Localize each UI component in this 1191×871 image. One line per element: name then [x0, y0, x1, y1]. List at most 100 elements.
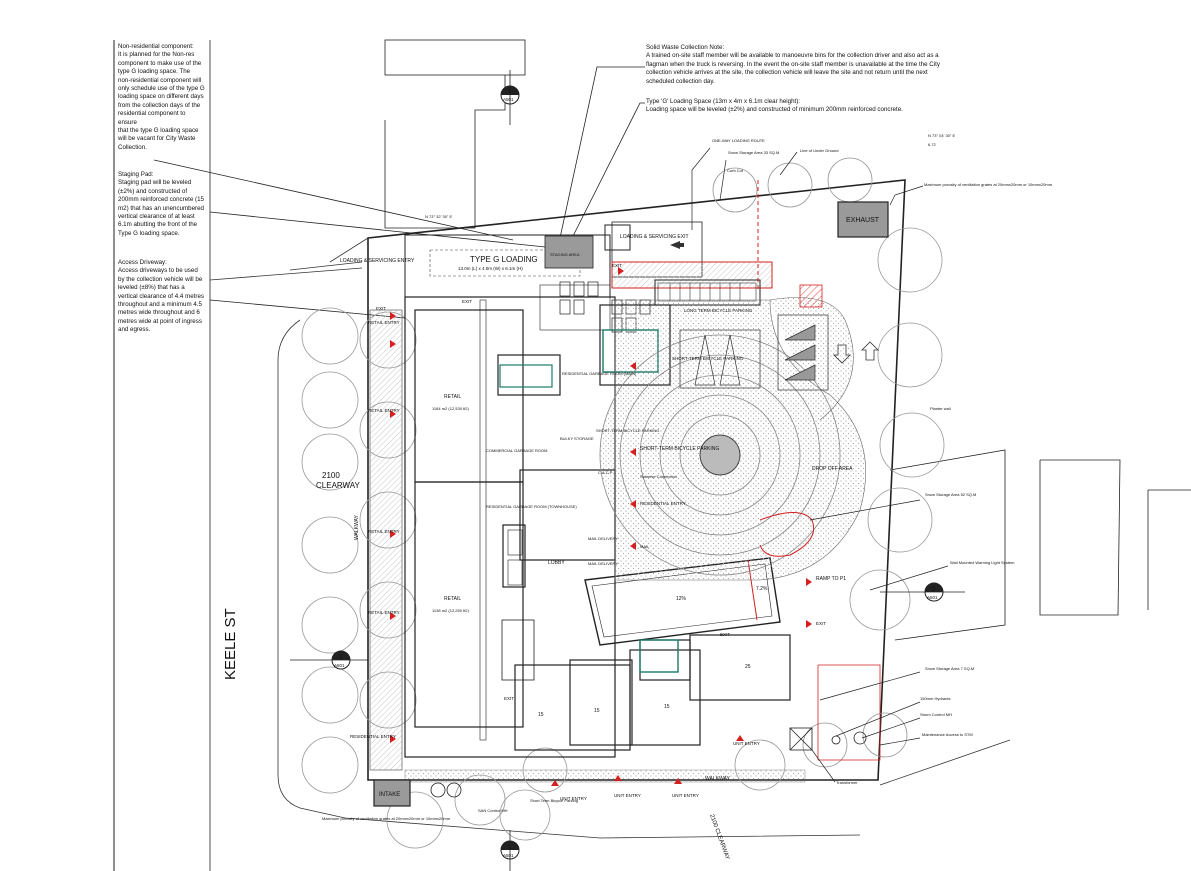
note-line: It is planned for the Non-res: [118, 51, 195, 59]
note-line: type G loading space. The: [118, 68, 191, 76]
unit-entry-3: UNIT ENTRY: [672, 793, 699, 798]
note-line: Type G loading space.: [118, 229, 180, 237]
intake-label: INTAKE: [379, 792, 400, 798]
curb-cut-label: Curb Cut: [727, 168, 744, 173]
clearway-hatch: [369, 309, 403, 771]
dim-a: 6.72: [928, 142, 937, 147]
walkway-strip: [404, 769, 806, 783]
sanitary-control-label: SAN Control MH: [478, 808, 508, 813]
snow-storage-3-label: Snow Storage Area 7 SQ.M: [925, 666, 974, 671]
drop-off-label: DROP OFF AREA: [812, 466, 853, 472]
hydrant-label: 150mm Hydrants: [920, 696, 950, 701]
slope-12: 12%: [676, 596, 687, 602]
maintenance-label: Maintenance Access to STM: [922, 732, 973, 737]
note-line: only schedule use of the type G: [118, 85, 205, 93]
drop-off-roundabout: [599, 284, 866, 581]
note-line: Loading space will be leveled (±2%) and …: [646, 106, 903, 114]
access-driveway-note: Access Driveway: Access driveways to be …: [118, 259, 210, 335]
exit-5: EXIT: [816, 621, 826, 626]
note-line: Access driveways to be used: [118, 267, 198, 275]
note-line: loading space on different days: [118, 93, 204, 101]
note-line: flagman when the truck is reversing. In …: [646, 60, 940, 68]
commercial-garbage-label: COMMERCIAL GARBAGE ROOM: [486, 448, 547, 453]
note-line: vertical clearance of at least: [118, 213, 195, 221]
staging-pad-note: Staging Pad: Staging pad will be leveled…: [118, 171, 210, 238]
snow-storage-1-label: Snow Storage Area 33 SQ.M: [728, 150, 779, 155]
traffic-arrows: [833, 341, 879, 364]
underground-label: Line of Under Ground: [800, 148, 838, 153]
utilities: [430, 727, 867, 798]
note-line: 200mm reinforced concrete (15: [118, 196, 204, 204]
note-line: throughout and a minimum 4.5: [118, 301, 202, 309]
section-marker-top: [500, 70, 520, 125]
short-term-bicycle-small-label: Short Term Bicycle Parking: [530, 798, 578, 803]
loading-area: [404, 221, 773, 298]
walkway-label: WALKWAY: [354, 515, 360, 540]
street-label: KEELE ST: [222, 608, 239, 680]
exit-4: EXIT: [720, 632, 730, 637]
snow-storage-outline: [817, 664, 881, 761]
exhaust-label: EXHAUST: [846, 217, 880, 224]
mail-label: MAIL: [640, 544, 650, 549]
siamese-label: Siamese Connection: [640, 474, 677, 479]
note-line: A trained on-site staff member will be a…: [646, 52, 939, 60]
bearing-right: N 73° 04' 30" E: [928, 133, 955, 138]
parking-stalls: [679, 314, 829, 391]
staging-area: [544, 235, 594, 269]
exhaust-box: [837, 201, 889, 238]
planter-wall-label: Planter wall: [930, 406, 951, 411]
note-line: from the collection days of the: [118, 101, 201, 109]
slope-7: 7.2%: [756, 586, 768, 592]
note-line: Staging Pad:: [118, 171, 154, 178]
walkway-bottom-label: WALKWAY: [705, 776, 730, 782]
note-line: that the type G loading space: [118, 127, 199, 135]
ramp-to-p1: [759, 512, 815, 557]
section-ref-bottom: A501: [503, 853, 514, 858]
note-line: vertical clearance of 4.4 metres: [118, 292, 204, 300]
trees-right: [712, 157, 945, 768]
unit-15b: 15: [594, 708, 600, 714]
note-line: Type 'G' Loading Space (13m x 4m x 6.1m …: [646, 98, 801, 105]
retail-label-2: RETAIL: [444, 596, 461, 602]
type-g-dims: 13.0m (L) x 4.0m (W) x 6.1m (H): [458, 266, 523, 271]
lobby-label: LOBBY: [548, 560, 565, 566]
non-residential-note: Non-residential component: It is planned…: [118, 43, 208, 152]
short-term-bicycle-label-2: SHORT-TERM BICYCLE PARKING: [596, 428, 659, 433]
unit-15a: 15: [538, 712, 544, 718]
warning-light-label: Wall Mounted Warning Light System: [950, 560, 1015, 565]
short-term-bicycle-label-3: SHORT-TERM BICYCLE PARKING: [672, 356, 744, 361]
mail-delivery-label: MAIL DELIVERY: [588, 536, 618, 541]
exit-markers: [390, 267, 812, 786]
note-line: Non-residential component:: [118, 43, 194, 50]
note-line: collection vehicle arrives at the site, …: [646, 69, 928, 77]
note-line: component to make use of the: [118, 59, 202, 67]
clearway-label: CLEARWAY: [316, 481, 361, 490]
note-line: Staging pad will be leveled: [118, 179, 192, 187]
note-line: will be vacant for City Waste: [118, 135, 196, 143]
short-term-bicycle-label: SHORT-TERM BICYCLE PARKING: [640, 446, 719, 452]
note-leaders: [153, 66, 645, 319]
note-line: 6.1m abutting the front of the: [118, 221, 198, 229]
residential-entry-left: RESIDENTIAL ENTRY: [350, 734, 396, 739]
unit-entry-4: UNIT ENTRY: [733, 741, 760, 746]
retail-entry-3: RETAIL ENTRY: [368, 529, 400, 534]
loading-entry-label: LOADING & SERVICING ENTRY: [340, 258, 415, 264]
section-num-left: 2: [339, 655, 343, 661]
ramp-label: RAMP TO P1: [816, 576, 846, 582]
section-marker-bottom: [500, 830, 520, 871]
retail-entry-2: RETAIL ENTRY: [368, 408, 400, 413]
long-term-bicycle-label: LONG TERM BICYCLE PARKING: [684, 308, 753, 313]
exit-6: EXIT: [504, 696, 514, 701]
mail-delivery-label-2: MAIL DELIVERY: [588, 561, 618, 566]
unit-15c: 15: [664, 704, 670, 710]
retail-label-1: RETAIL: [444, 394, 461, 400]
type-g-note: Type 'G' Loading Space (13m x 4m x 6.1m …: [646, 98, 946, 115]
unit-entry-1: UNIT ENTRY: [560, 796, 587, 801]
note-line: (±2%) and constructed of: [118, 187, 188, 195]
note-line: residential component to: [118, 110, 186, 118]
one-way-label: ONE-WAY LOADING ROUTE: [712, 138, 765, 143]
type-g-label: TYPE G LOADING: [470, 255, 538, 264]
note-line: scheduled collection day.: [646, 77, 715, 85]
intake-box: [373, 779, 411, 807]
neighbour-buildings: [384, 39, 1191, 641]
